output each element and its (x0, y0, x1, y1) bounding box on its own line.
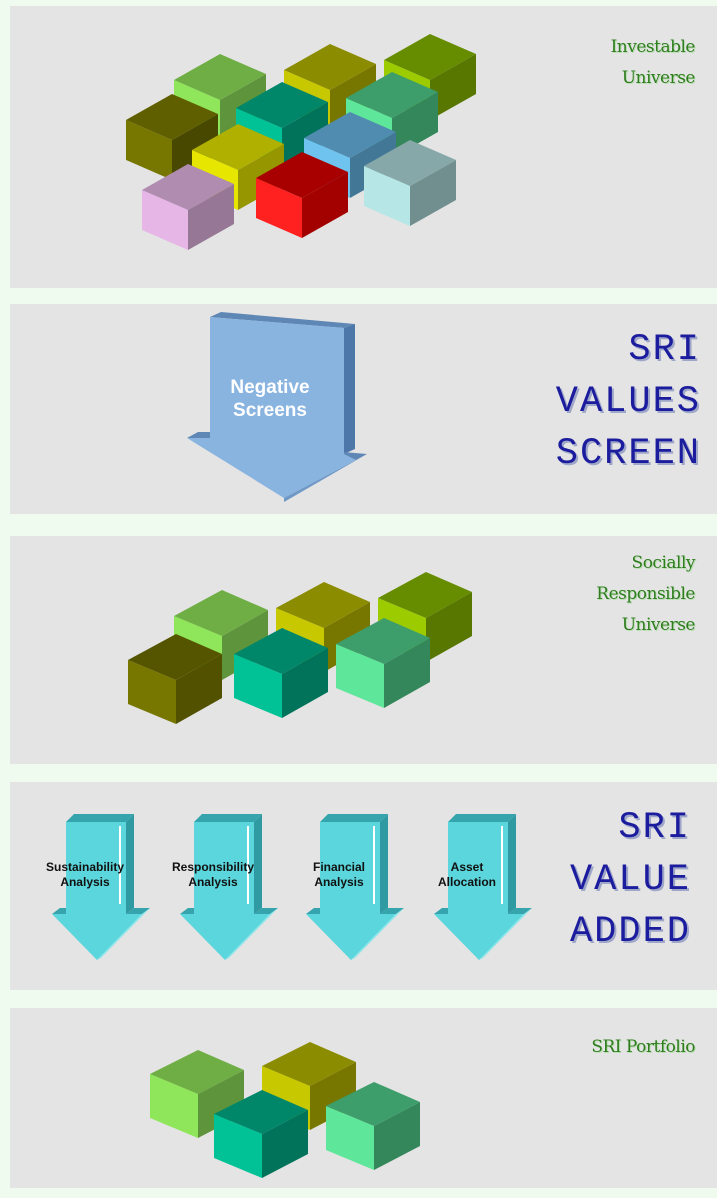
value-arrow (52, 814, 150, 960)
box (336, 618, 430, 708)
box (364, 140, 456, 226)
socially-responsible-title: Socially Responsible Universe (596, 553, 695, 635)
values-screen-heading: SRI VALUES SCREEN (555, 329, 701, 475)
box (150, 1050, 244, 1138)
box (214, 1090, 308, 1178)
box (126, 94, 218, 180)
negative-screens-arrow (187, 312, 367, 502)
box (234, 628, 328, 718)
value-added-arrows (52, 814, 532, 960)
value-added-heading: SRI VALUE ADDED (569, 807, 691, 953)
value-arrow (306, 814, 404, 960)
socially-responsible-panel: Socially Responsible Universe (10, 536, 717, 764)
value-added-panel: Sustainability Analysis Responsibility A… (10, 782, 717, 990)
values-screen-panel: Negative Screens SRI VALUES SCREEN (10, 304, 717, 514)
box (326, 1082, 420, 1170)
value-arrow (180, 814, 278, 960)
box (142, 164, 234, 250)
portfolio-panel: SRI Portfolio (10, 1008, 717, 1188)
box (256, 152, 348, 238)
box (128, 634, 222, 724)
asset-allocation-label: Asset Allocation (437, 860, 496, 889)
financial-analysis-label: Financial Analysis (312, 860, 365, 889)
investable-universe-title: Investable Universe (610, 37, 696, 88)
responsibility-analysis-label: Responsibility Analysis (171, 860, 254, 889)
value-arrow (434, 814, 532, 960)
portfolio-title: SRI Portfolio (591, 1037, 695, 1057)
negative-screens-label: Negative Screens (230, 377, 310, 421)
investable-universe-panel: Investable Universe (10, 6, 717, 288)
investable-universe-boxes (126, 34, 476, 250)
socially-responsible-boxes (128, 572, 472, 724)
sustainability-analysis-label: Sustainability Analysis (45, 860, 125, 889)
portfolio-boxes (150, 1042, 420, 1178)
